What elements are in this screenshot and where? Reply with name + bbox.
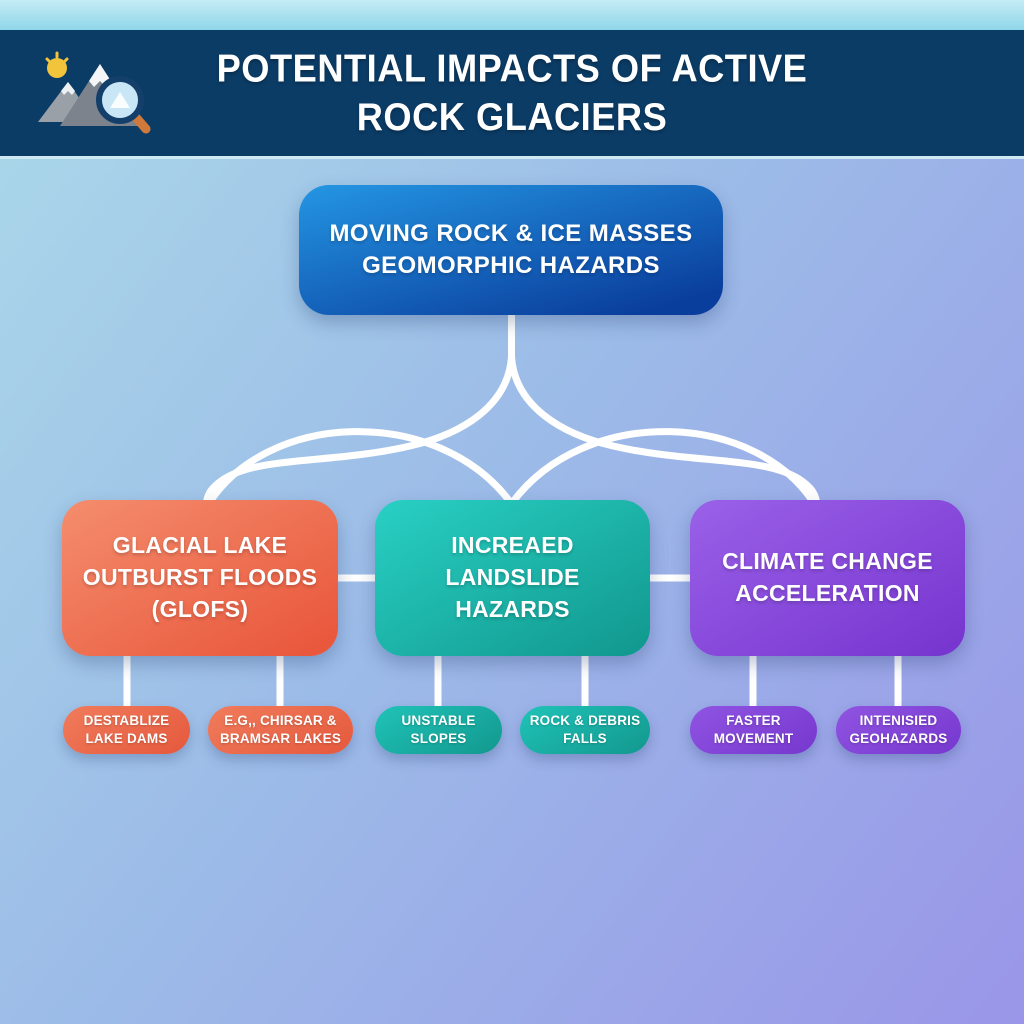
root-node-line2: GEOMORPHIC HAZARDS [362,252,660,279]
page-title-line1: POTENTIAL IMPACTS OF ACTIVE [216,46,808,90]
branch-title: GLACIAL LAKE OUTBURST FLOODS (GLOFS) [82,532,318,622]
node-increased-landslide-hazards: INCREAED LANDSLIDE HAZARDS [375,500,650,656]
pill-chirsar-bramsar-lakes: E.G,, CHIRSAR & BRAMSAR LAKES [208,706,353,754]
branch-title: CLIMATE CHANGE ACCELERATION [722,548,933,606]
mountains-magnifier-icon [38,51,151,134]
node-root-geomorphic-hazards: MOVING ROCK & ICE MASSES GEOMORPHIC HAZA… [299,185,723,315]
pill-label: ROCK & DEBRIS FALLS [529,713,641,746]
page-title-line2: ROCK GLACIERS [356,95,668,139]
branch-title: INCREAED LANDSLIDE HAZARDS [445,532,580,622]
pill-label: DESTABLIZE LAKE DAMS [83,713,170,746]
sun-icon [45,51,69,78]
magnifier-icon [96,76,151,134]
pill-unstable-slopes: UNSTABLE SLOPES [375,706,502,754]
pill-intensified-geohazards: INTENISIED GEOHAZARDS [836,706,961,754]
pill-label: E.G,, CHIRSAR & BRAMSAR LAKES [219,713,342,746]
node-glacial-lake-outburst-floods: GLACIAL LAKE OUTBURST FLOODS (GLOFS) [62,500,338,656]
pill-faster-movement: FASTER MOVEMENT [690,706,817,754]
node-climate-change-acceleration: CLIMATE CHANGE ACCELERATION [690,500,965,656]
pill-label: INTENISIED GEOHAZARDS [849,713,948,746]
header-top-strip [0,0,1024,30]
pill-label: UNSTABLE SLOPES [401,713,476,746]
header-band: POTENTIAL IMPACTS OF ACTIVE ROCK GLACIER… [0,30,1024,159]
page-title: POTENTIAL IMPACTS OF ACTIVE ROCK GLACIER… [10,26,1014,160]
pill-rock-debris-falls: ROCK & DEBRIS FALLS [520,706,650,754]
pill-destablize-lake-dams: DESTABLIZE LAKE DAMS [63,706,190,754]
root-node-line1: MOVING ROCK & ICE MASSES [329,220,693,248]
pill-label: FASTER MOVEMENT [713,713,794,746]
